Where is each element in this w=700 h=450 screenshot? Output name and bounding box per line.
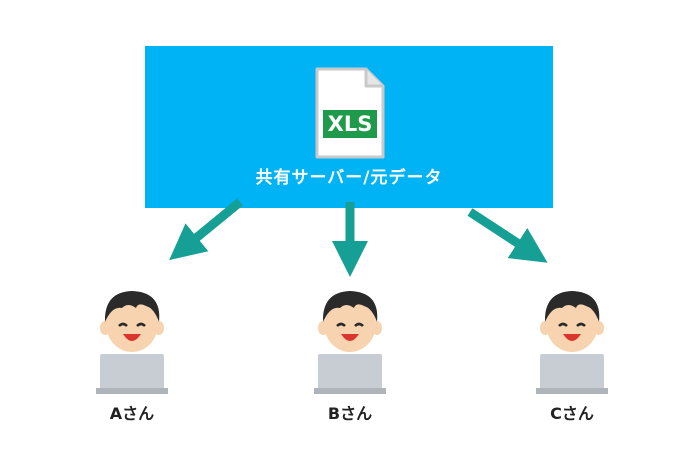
user-c-label: Cさん [550,404,594,423]
arrow-to-user-c [467,208,548,263]
server-label: 共有サーバー/元データ [255,168,443,188]
user-a-label: Aさん [109,404,155,423]
shared-server-box: XLS 共有サーバー/元データ [145,46,553,208]
user-a-figure [92,282,172,394]
arrow-to-user-a [169,198,243,261]
xls-icon-text: XLS [328,112,373,136]
xls-file-icon: XLS [315,67,385,159]
user-b-figure [310,282,390,394]
user-b-label: Bさん [327,404,373,423]
user-c-figure [532,282,612,394]
